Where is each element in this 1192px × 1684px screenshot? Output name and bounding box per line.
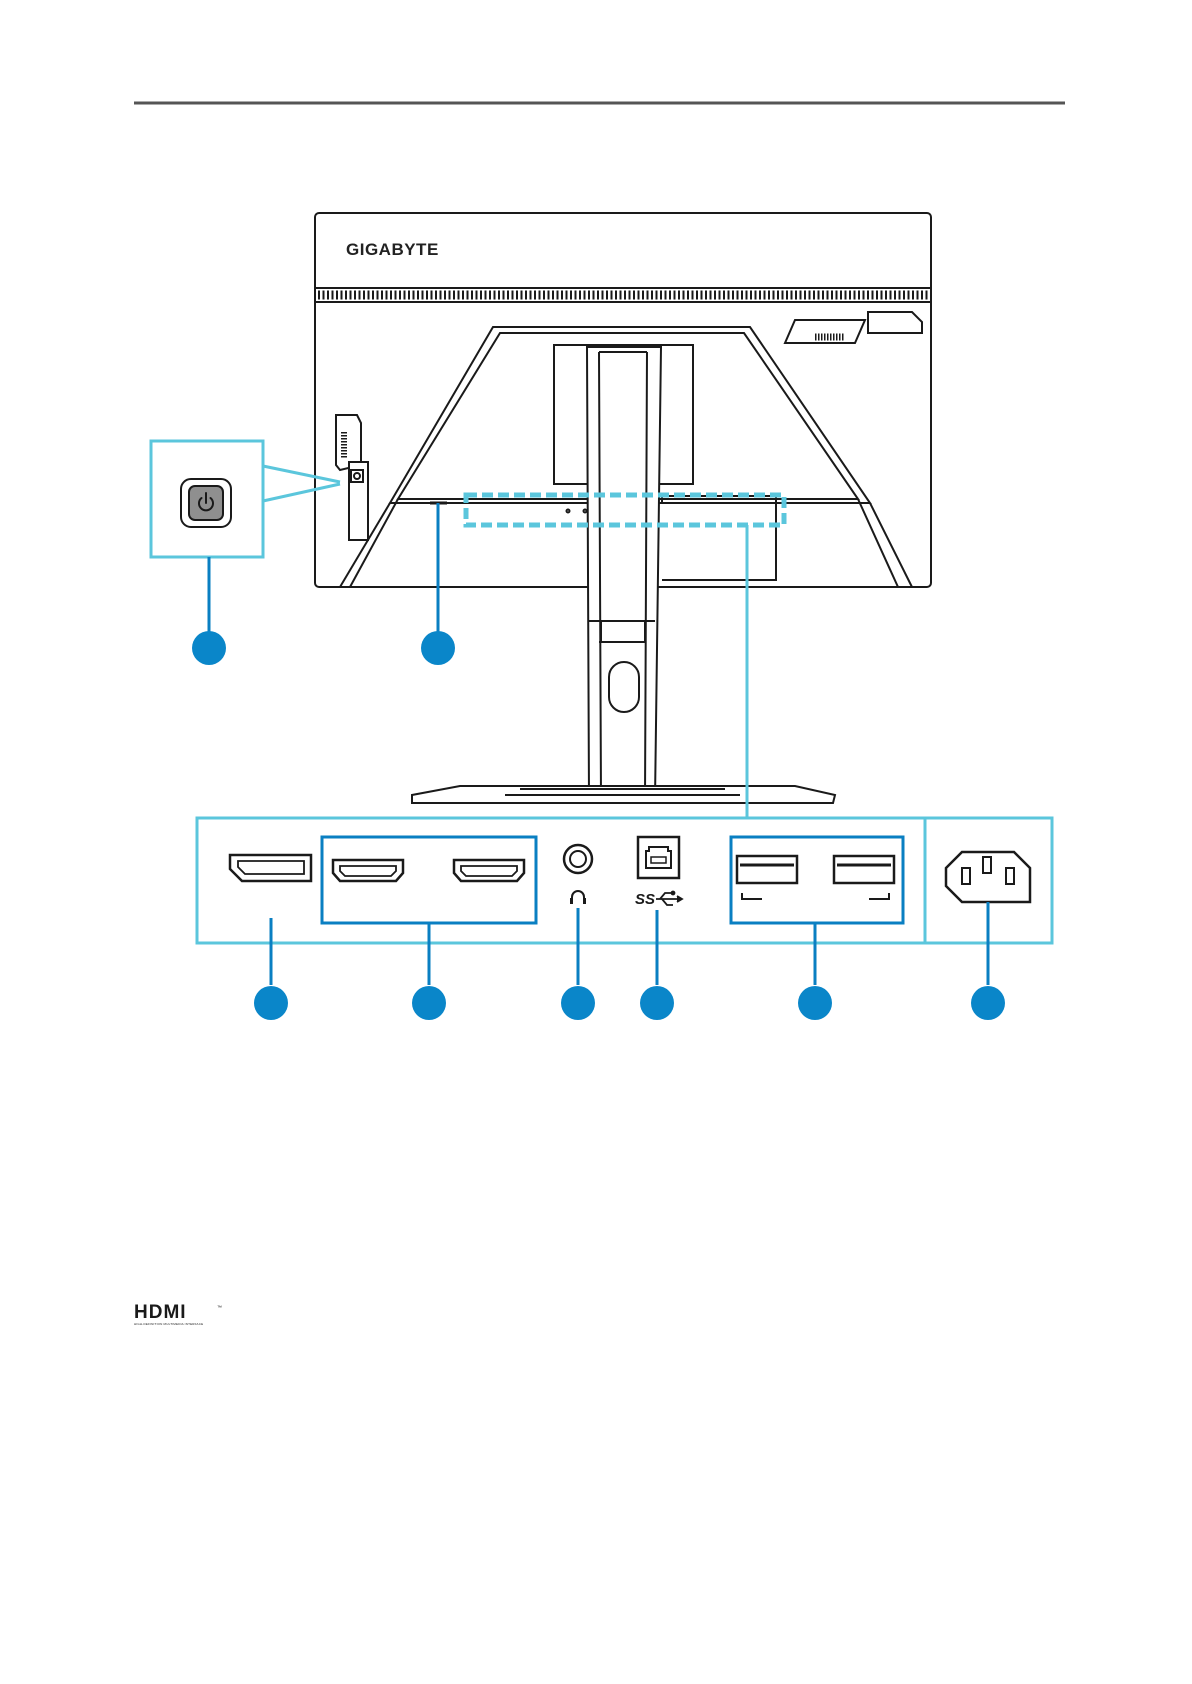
usb-group-bracket xyxy=(742,893,889,899)
callout-marker-ac-inlet xyxy=(971,986,1005,1020)
hdmi-logo-trademark: ™ xyxy=(217,1305,222,1311)
displayport-icon xyxy=(230,855,311,881)
callout-marker-kensington-lock xyxy=(421,631,455,665)
usb-type-b-upstream-icon xyxy=(638,837,679,878)
callout-marker-usb-downstream xyxy=(798,986,832,1020)
ac-power-inlet-icon xyxy=(946,852,1030,902)
hdmi-logo-text: HDMI xyxy=(134,1302,187,1323)
port-panel xyxy=(197,818,1052,943)
monitor-brand-logo: GIGABYTE xyxy=(346,240,439,259)
headphone-jack-icon xyxy=(564,845,592,904)
callout-marker-headphone xyxy=(561,986,595,1020)
callout-marker-hdmi xyxy=(412,986,446,1020)
callout-marker-displayport xyxy=(254,986,288,1020)
usb-superspeed-label: SS xyxy=(635,891,655,908)
usb-type-a-downstream-icon xyxy=(834,856,894,883)
hdmi-port-icon xyxy=(333,860,403,881)
hdmi-logo: HDMI ™ HIGH-DEFINITION MULTIMEDIA INTERF… xyxy=(134,1302,222,1326)
callout-marker-power-button xyxy=(192,631,226,665)
usb-type-a-downstream-icon xyxy=(737,856,797,883)
callout-marker-usb-upstream xyxy=(640,986,674,1020)
usb-trident-icon xyxy=(656,892,682,906)
hdmi-port-icon xyxy=(454,860,524,881)
power-button-zoom xyxy=(151,441,340,557)
hdmi-logo-subtitle: HIGH-DEFINITION MULTIMEDIA INTERFACE xyxy=(134,1322,203,1326)
